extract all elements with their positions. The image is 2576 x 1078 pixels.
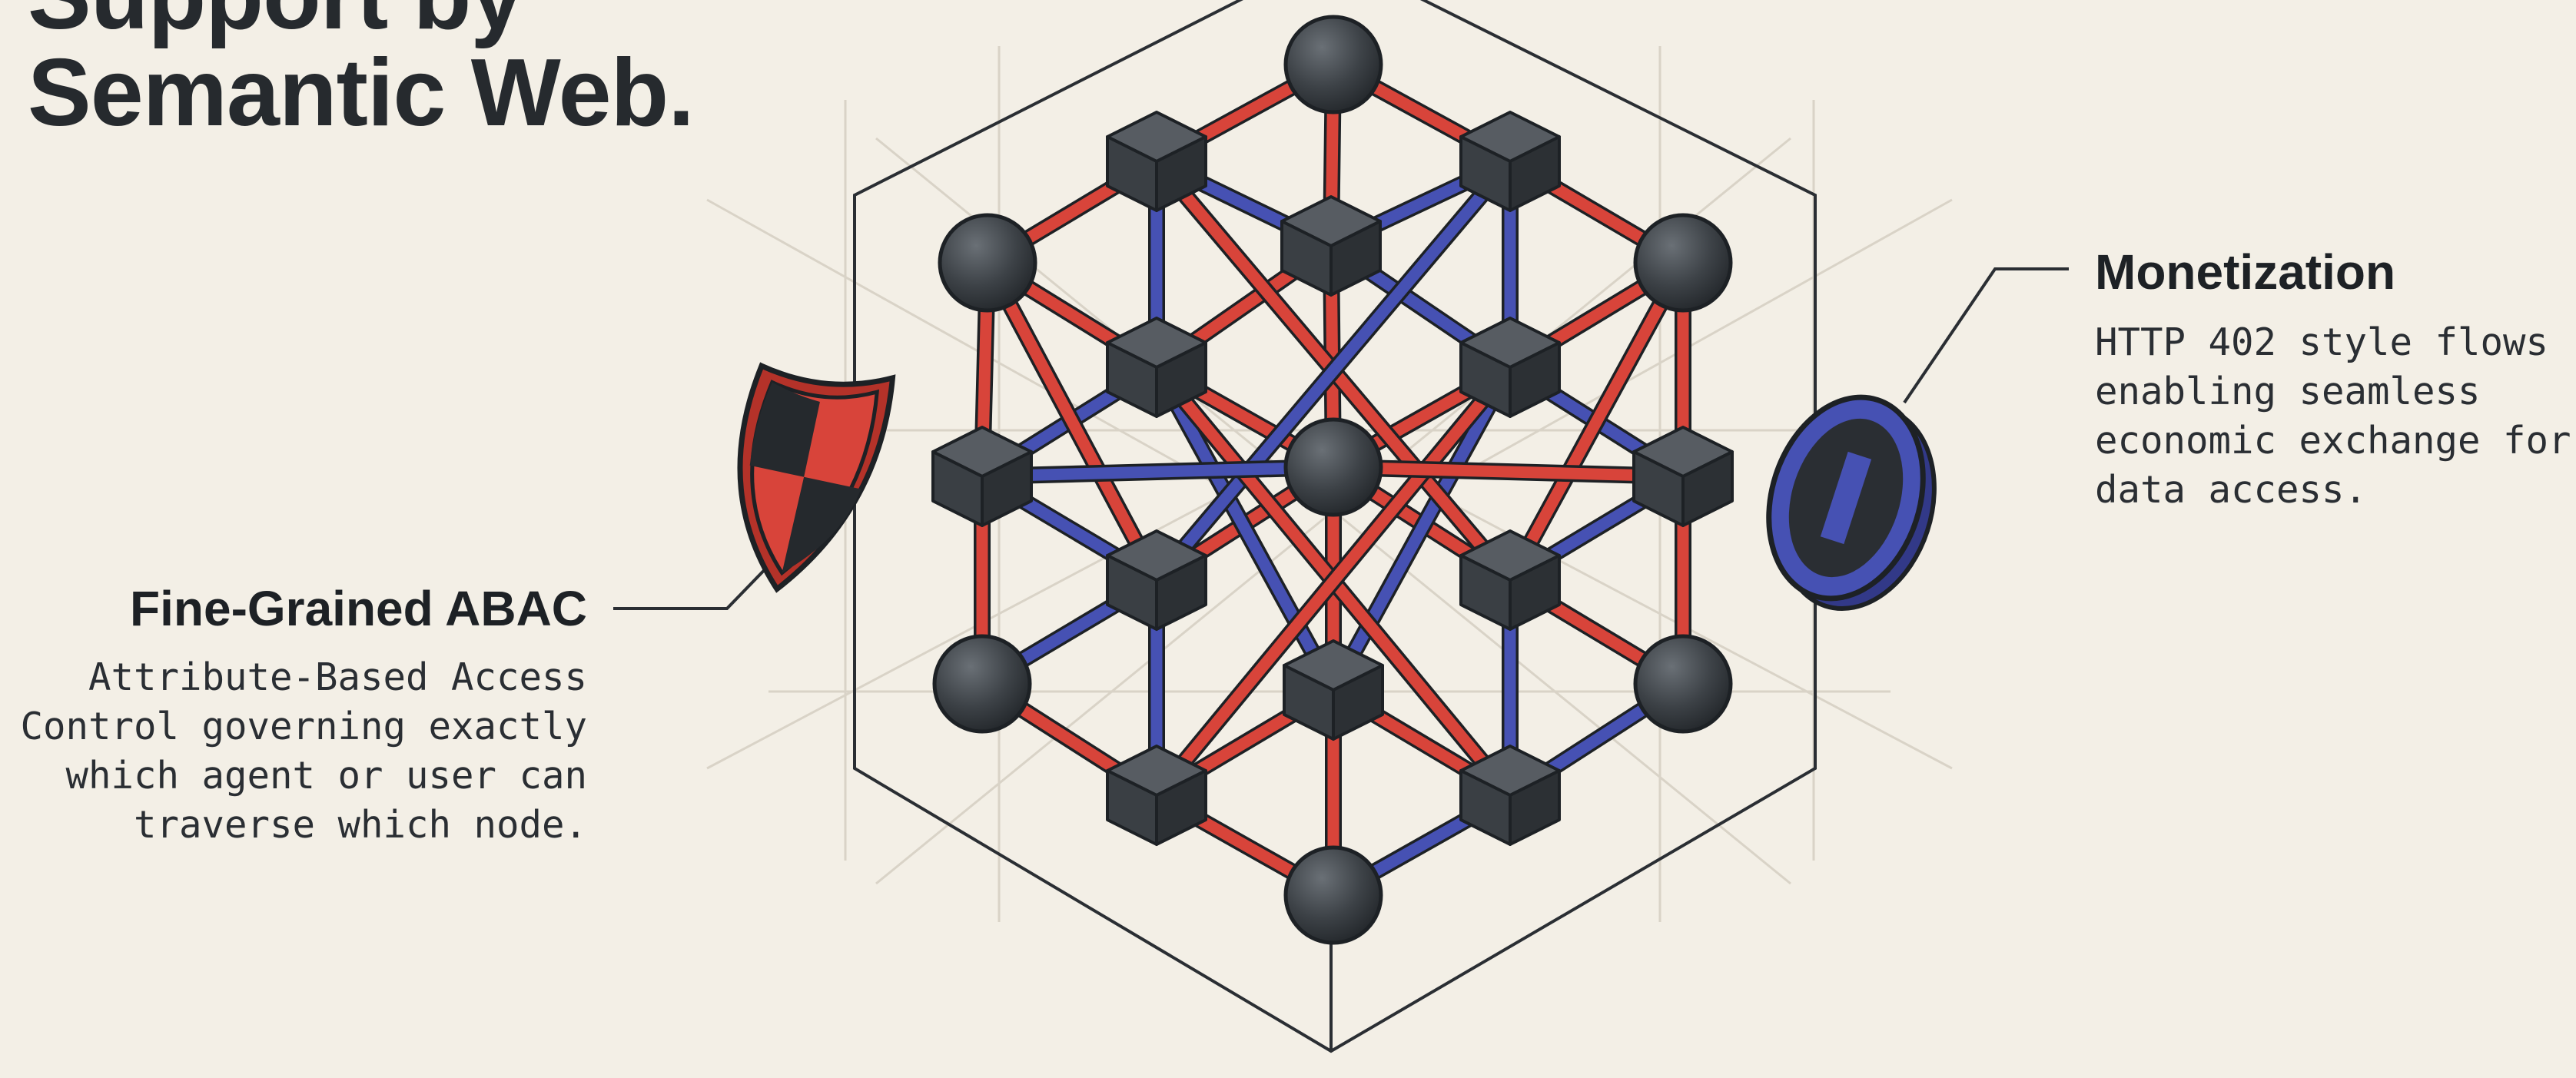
monetization-callout-line (1904, 269, 2069, 403)
shield-icon (712, 350, 895, 604)
abac-callout-line (613, 559, 775, 609)
graph-node-cube (1284, 641, 1383, 739)
graph-node-cube (1282, 197, 1380, 295)
abac-description-line-1: Attribute-Based Access (20, 653, 587, 702)
graph-node-sphere (1635, 636, 1731, 731)
monetization-description: HTTP 402 style flows enabling seamless e… (2095, 318, 2571, 515)
graph-node-sphere (1635, 215, 1731, 310)
abac-description-line-4: traverse which node. (20, 801, 587, 850)
abac-description: Attribute-Based Access Control governing… (20, 653, 587, 850)
graph-node-sphere (940, 215, 1035, 310)
monetization-title: Monetization (2095, 243, 2395, 301)
abac-title: Fine-Grained ABAC (130, 579, 587, 638)
monetization-description-line-3: economic exchange for (2095, 416, 2571, 466)
abac-description-line-3: which agent or user can (20, 751, 587, 801)
graph-node-sphere (934, 636, 1030, 731)
graph-node-cube (933, 427, 1031, 526)
monetization-description-line-2: enabling seamless (2095, 367, 2571, 416)
graph-node-sphere (1286, 17, 1381, 112)
graph-node-cube (1634, 427, 1732, 526)
monetization-description-line-4: data access. (2095, 466, 2571, 515)
graph-node-sphere (1286, 847, 1381, 943)
monetization-description-line-1: HTTP 402 style flows (2095, 318, 2571, 367)
graph-node-sphere (1286, 420, 1381, 515)
coin-icon (1742, 377, 1961, 629)
abac-description-line-2: Control governing exactly (20, 702, 587, 751)
